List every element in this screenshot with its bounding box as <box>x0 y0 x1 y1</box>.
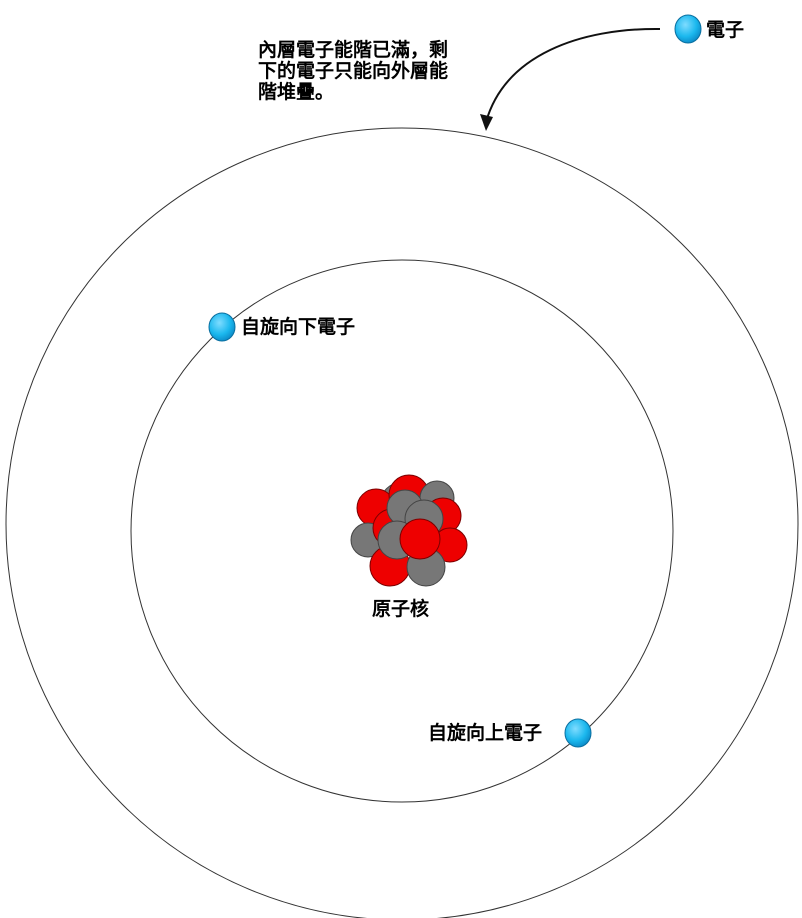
arrow-head <box>480 114 493 131</box>
proton <box>399 518 441 560</box>
nucleus-label: 原子核 <box>372 598 430 620</box>
spin-up-electron-label: 自旋向上電子 <box>428 722 543 744</box>
note-line-2: 下的電子只能向外層能 <box>258 60 449 82</box>
electron-label: 電子 <box>706 19 745 41</box>
electron-spin-up <box>564 718 592 748</box>
note-line-3: 階堆疊。 <box>258 81 335 103</box>
nucleus <box>350 474 468 587</box>
outer-orbit <box>5 127 799 918</box>
inner-orbit <box>130 259 674 803</box>
annotation-note: 內層電子能階已滿，剩 下的電子只能向外層能 階堆疊。 <box>258 40 448 103</box>
arrow-line <box>485 27 661 123</box>
electron-spin-down <box>208 312 236 342</box>
spin-down-electron-label: 自旋向下電子 <box>241 316 356 338</box>
electron-top <box>674 14 702 44</box>
note-line-1: 內層電子能階已滿，剩 <box>258 39 449 61</box>
